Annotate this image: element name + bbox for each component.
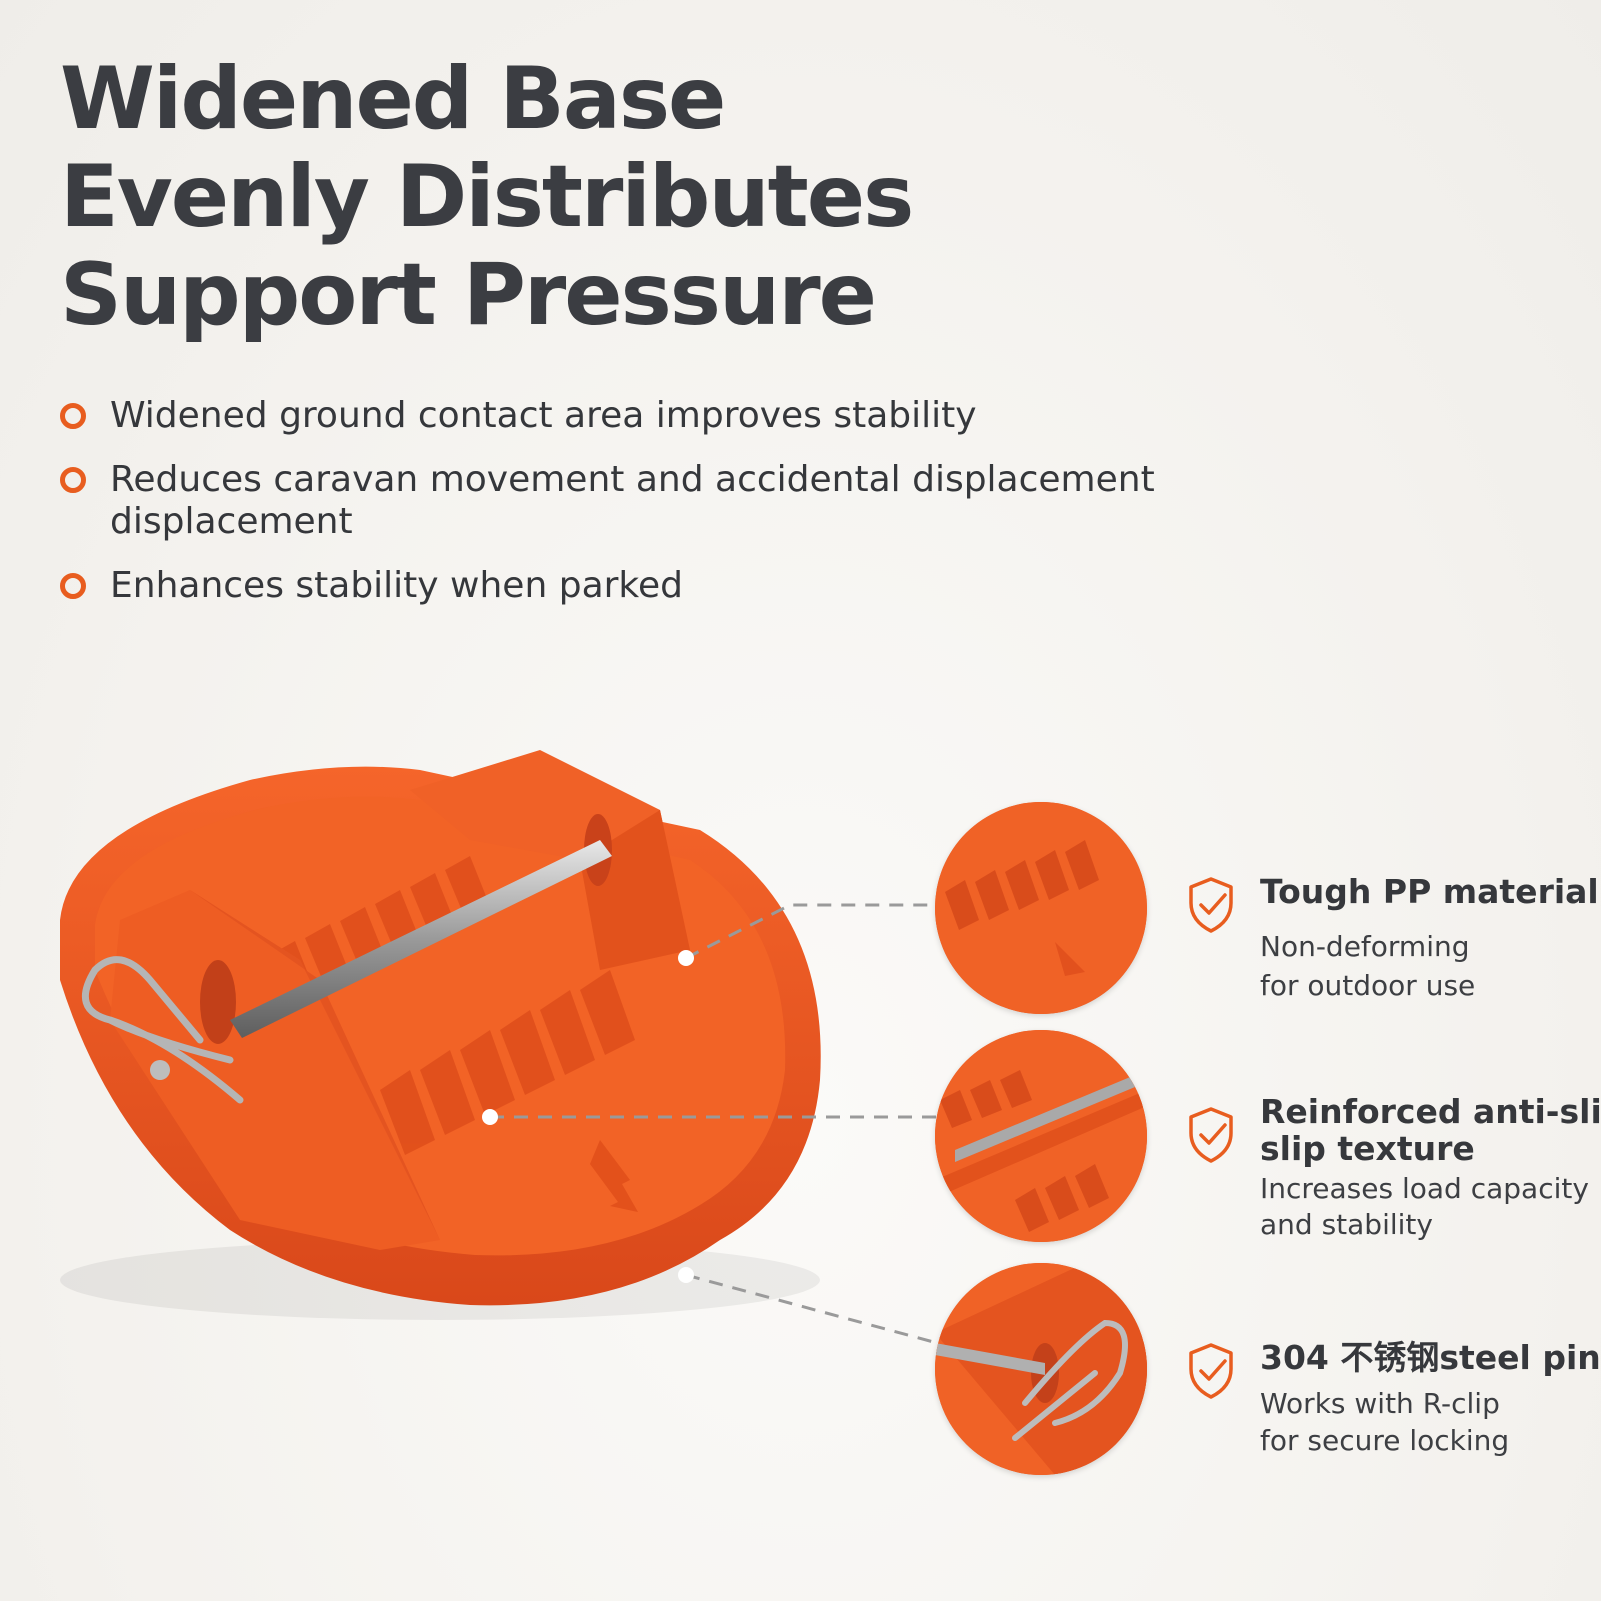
shield-check-icon bbox=[1189, 1107, 1233, 1163]
feature-title-line: Reinforced anti-slip bbox=[1260, 1092, 1601, 1131]
feature-description: Works with R-clip for secure locking bbox=[1260, 1385, 1600, 1459]
feature-description-line: Increases load capacity bbox=[1260, 1172, 1589, 1205]
benefit-text: Widened ground contact area improves sta… bbox=[110, 395, 977, 436]
feature-description-line: for secure locking bbox=[1260, 1424, 1510, 1457]
shield-check-icon bbox=[1189, 1343, 1233, 1399]
shield-check-icon bbox=[1189, 877, 1233, 933]
benefit-item: Reduces caravan movement and accidental … bbox=[58, 459, 1258, 543]
feature-description-line: Non-deforming bbox=[1260, 930, 1470, 963]
feature-title-line: Tough PP material bbox=[1260, 872, 1599, 911]
feature-description: Increases load capacity and stability bbox=[1260, 1171, 1600, 1243]
feature-anti-slip: Reinforced anti-slip slip texture Increa… bbox=[1185, 1093, 1601, 1253]
detail-zoom-material bbox=[935, 802, 1147, 1014]
feature-title-line: 304 不锈钢steel pin bbox=[1260, 1338, 1601, 1377]
benefit-text-continued: displacement bbox=[110, 501, 353, 542]
benefit-text: Enhances stability when parked bbox=[110, 565, 683, 606]
orange-ring-icon bbox=[60, 403, 86, 429]
orange-ring-icon bbox=[60, 467, 86, 493]
orange-ring-icon bbox=[60, 573, 86, 599]
benefit-item: Widened ground contact area improves sta… bbox=[58, 395, 1258, 437]
product-image bbox=[60, 750, 821, 1320]
feature-description-line: for outdoor use bbox=[1260, 969, 1476, 1002]
feature-description-line: and stability bbox=[1260, 1208, 1433, 1241]
headline-line-1: Widened Base bbox=[60, 49, 726, 149]
detail-zoom-pin bbox=[935, 1263, 1147, 1475]
headline-line-3: Support Pressure bbox=[60, 245, 877, 345]
feature-title: 304 不锈钢steel pin bbox=[1260, 1338, 1601, 1377]
headline-line-2: Evenly Distributes bbox=[60, 147, 914, 247]
feature-steel-pin: 304 不锈钢steel pin Works with R-clip for s… bbox=[1185, 1339, 1601, 1469]
feature-description-line: Works with R-clip bbox=[1260, 1387, 1500, 1420]
feature-tough-material: Tough PP material Non-deforming for outd… bbox=[1185, 873, 1599, 1013]
benefit-item: Enhances stability when parked bbox=[58, 565, 1258, 607]
detail-zoom-texture bbox=[935, 1030, 1147, 1242]
benefit-text: Reduces caravan movement and accidental … bbox=[110, 459, 1155, 500]
feature-description: Non-deforming for outdoor use bbox=[1260, 927, 1600, 1005]
benefit-list: Widened ground contact area improves sta… bbox=[58, 395, 1258, 629]
feature-title: Reinforced anti-slip slip texture bbox=[1260, 1092, 1601, 1168]
headline: Widened Base Evenly Distributes Support … bbox=[60, 50, 1060, 344]
feature-title: Tough PP material bbox=[1260, 873, 1600, 910]
feature-title-line: slip texture bbox=[1260, 1129, 1475, 1168]
